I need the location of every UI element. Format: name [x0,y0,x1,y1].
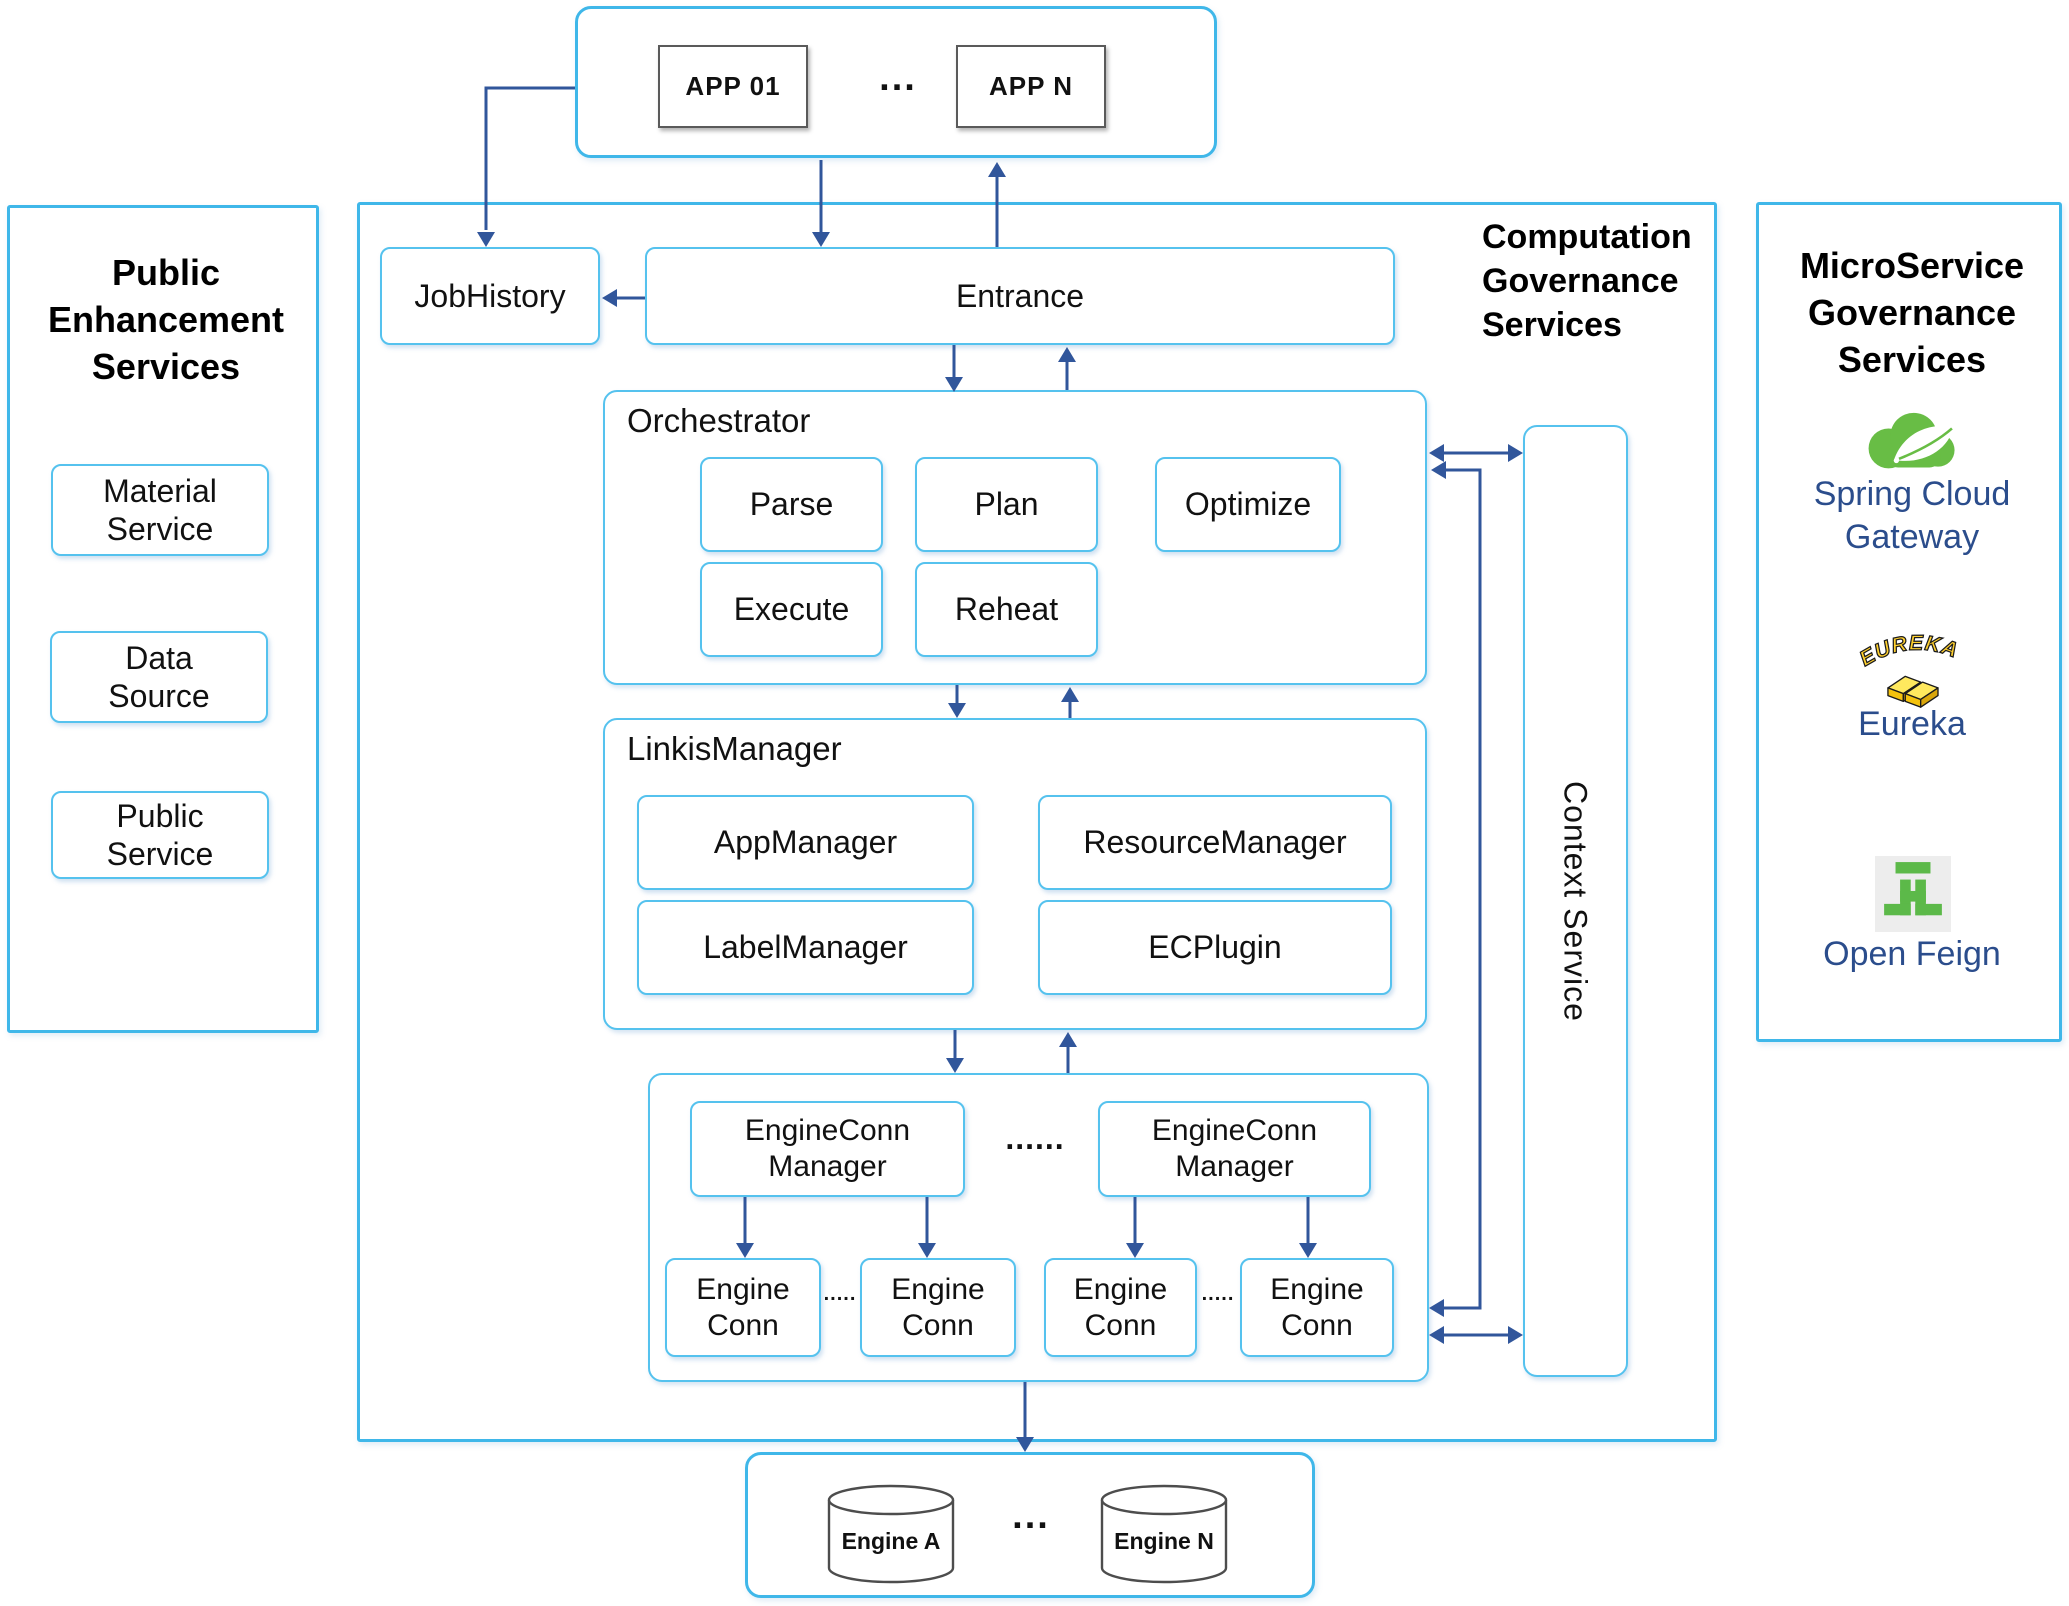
engine-conn-manager-1-node: EngineConn Manager [690,1101,965,1197]
entrance-node: Entrance [645,247,1395,345]
openfeign-logo-icon [1875,855,1951,933]
engine-conn-ellipsis-1: ..... [823,1283,857,1305]
data-source-node: Data Source [50,631,268,723]
plan-label: Plan [974,486,1039,523]
open-feign-label: Open Feign [1823,935,2001,973]
resource-manager-node: ResourceManager [1038,795,1392,890]
engine-a-cylinder: Engine A [824,1484,958,1586]
eureka-logo-icon: EUREKA [1859,634,1965,709]
engine-a-label: Engine A [841,1528,941,1554]
material-service-label: Material Service [103,472,217,547]
engine-conn-4-node: Engine Conn [1240,1258,1394,1357]
microservice-governance-panel: MicroService Governance Services Spring … [1756,202,2062,1042]
material-service-node: Material Service [51,464,269,556]
public-enhancement-title: Public Enhancement Services [47,252,285,387]
context-service-node: Context Service [1523,425,1628,1377]
resource-manager-label: ResourceManager [1083,824,1347,861]
public-service-label: Public Service [106,797,214,872]
job-history-label: JobHistory [414,277,566,314]
job-history-node: JobHistory [380,247,600,345]
app-01-node: APP 01 [658,45,808,128]
engine-conn-manager-2-label: EngineConn Manager [1151,1114,1318,1183]
engine-n-cylinder: Engine N [1097,1484,1231,1586]
engine-conn-1-node: Engine Conn [665,1258,821,1357]
engine-conn-3-label: Engine Conn [1073,1272,1168,1342]
app-01-label: APP 01 [685,71,781,101]
engine-conn-manager-1-label: EngineConn Manager [744,1114,911,1183]
engine-n-label: Engine N [1114,1528,1214,1554]
svg-text:EUREKA: EUREKA [1859,634,1962,671]
execute-node: Execute [700,562,883,657]
plan-node: Plan [915,457,1098,552]
app-manager-label: AppManager [713,824,898,861]
app-n-node: APP N [956,45,1106,128]
ec-plugin-label: ECPlugin [1148,929,1282,966]
entrance-label: Entrance [955,277,1085,314]
engine-conn-2-node: Engine Conn [860,1258,1016,1357]
app-ellipsis: ... [879,57,917,99]
reheat-label: Reheat [954,591,1059,628]
engine-conn-3-node: Engine Conn [1044,1258,1197,1357]
app-n-label: APP N [989,71,1073,101]
engine-conn-4-label: Engine Conn [1270,1272,1364,1342]
optimize-node: Optimize [1155,457,1341,552]
microservice-governance-title: MicroService Governance Services [1799,245,2025,380]
eureka-label: Eureka [1858,705,1966,743]
spring-cloud-gateway-label: Spring Cloud Gateway [1813,475,2011,556]
engine-conn-ellipsis-2: ..... [1201,1283,1235,1305]
optimize-label: Optimize [1184,486,1312,523]
engines-ellipsis: ... [1012,1495,1050,1537]
engine-conn-manager-ellipsis: ...... [1005,1120,1065,1156]
engine-conn-2-label: Engine Conn [891,1272,985,1342]
reheat-node: Reheat [915,562,1098,657]
public-service-node: Public Service [51,791,269,879]
spring-cloud-logo-icon [1864,405,1960,471]
computation-governance-title: Computation Governance Services [1482,218,1692,345]
context-service-label: Context Service [1557,780,1594,1022]
execute-label: Execute [733,591,850,628]
linkis-manager-title: LinkisManager [627,730,842,767]
engine-conn-1-label: Engine Conn [696,1272,790,1342]
engine-conn-manager-2-node: EngineConn Manager [1098,1101,1371,1197]
label-manager-label: LabelManager [703,929,908,966]
label-manager-node: LabelManager [637,900,974,995]
parse-label: Parse [749,486,834,523]
public-enhancement-panel: Public Enhancement Services Material Ser… [7,205,319,1033]
orchestrator-title: Orchestrator [627,402,811,439]
parse-node: Parse [700,457,883,552]
app-manager-node: AppManager [637,795,974,890]
app-layer-container: APP 01 ... APP N [575,6,1217,158]
engines-container: Engine A ... Engine N [745,1452,1315,1598]
data-source-label: Data Source [108,639,210,714]
ec-plugin-node: ECPlugin [1038,900,1392,995]
